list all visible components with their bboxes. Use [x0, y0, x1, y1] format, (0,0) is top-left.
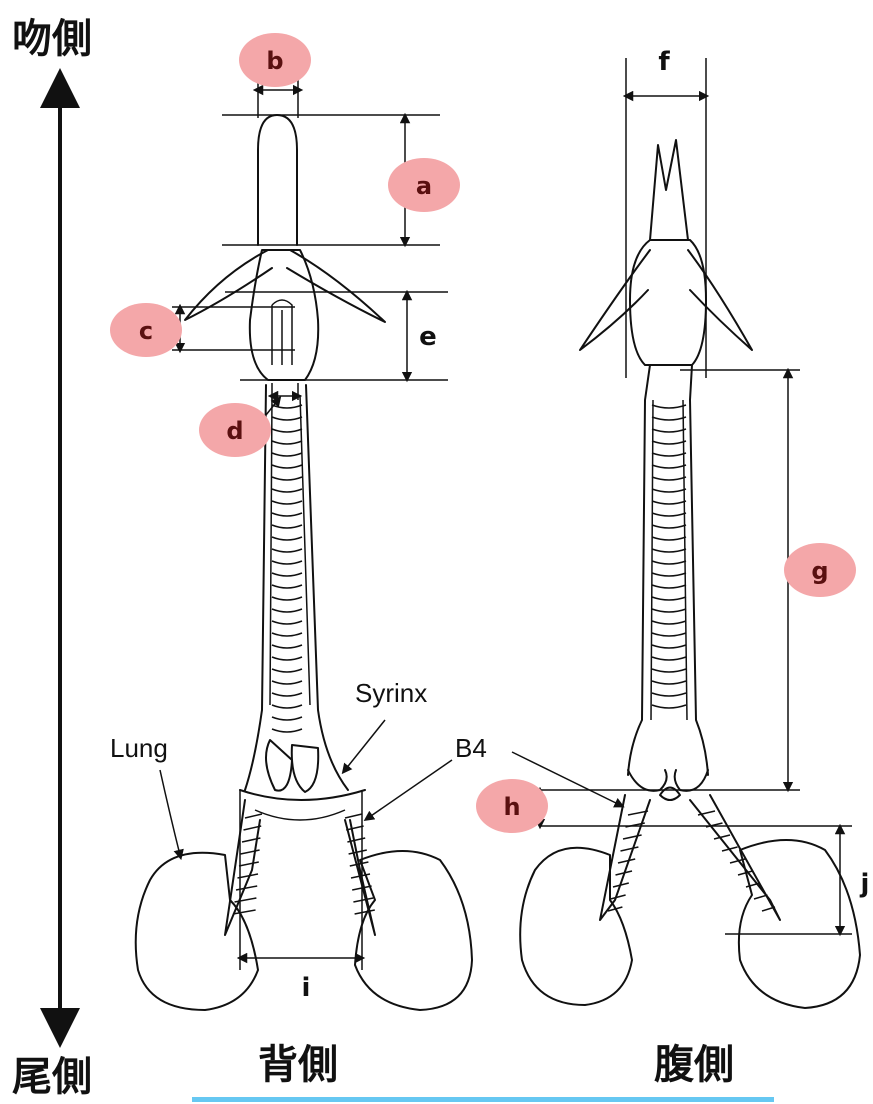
- ring: [652, 489, 686, 492]
- label-a: a: [416, 172, 432, 200]
- ring: [272, 669, 302, 672]
- ring: [272, 573, 302, 576]
- ring: [652, 621, 686, 624]
- ring: [272, 597, 302, 600]
- ring: [235, 898, 257, 902]
- ring: [272, 657, 302, 660]
- ring: [272, 645, 302, 648]
- ring: [272, 525, 302, 528]
- ring: [233, 910, 256, 914]
- ring: [652, 405, 686, 408]
- ring: [353, 898, 373, 902]
- ring: [621, 847, 639, 851]
- ring: [272, 621, 302, 624]
- ring: [272, 429, 302, 432]
- ring: [272, 693, 302, 696]
- label-i: i: [302, 973, 311, 1003]
- ring: [652, 657, 686, 660]
- ring: [272, 633, 302, 636]
- dorsal-bronchial-rings: [233, 814, 375, 914]
- ring: [652, 681, 686, 684]
- ring: [272, 513, 302, 516]
- ring: [652, 465, 686, 468]
- label-b: b: [266, 47, 283, 75]
- ring: [272, 561, 302, 564]
- ring: [349, 850, 367, 854]
- ring: [652, 513, 686, 516]
- ring: [652, 525, 686, 528]
- ring: [245, 814, 262, 818]
- ring: [272, 501, 302, 504]
- ring: [652, 549, 686, 552]
- ring: [272, 453, 302, 456]
- ring: [652, 705, 686, 708]
- label-e: e: [419, 322, 437, 352]
- ring: [652, 597, 686, 600]
- label-h: h: [503, 793, 520, 821]
- ring: [272, 717, 302, 720]
- ring: [241, 850, 260, 854]
- ring: [272, 441, 302, 444]
- footer-rule: [192, 1097, 774, 1102]
- ring: [272, 585, 302, 588]
- ring: [754, 895, 768, 899]
- syrinx-label: Syrinx: [355, 678, 427, 708]
- ring: [272, 477, 302, 480]
- ring: [272, 489, 302, 492]
- ventral-measurements: [540, 58, 852, 934]
- ring: [652, 609, 686, 612]
- ring: [652, 573, 686, 576]
- label-c: c: [139, 317, 153, 345]
- dorsal-tracheal-rings: [272, 405, 302, 732]
- ring: [236, 886, 257, 890]
- ring: [272, 681, 302, 684]
- ring: [345, 814, 362, 818]
- ring: [272, 405, 302, 408]
- ring: [652, 441, 686, 444]
- ring: [355, 910, 375, 914]
- ring: [623, 835, 642, 839]
- ring: [272, 549, 302, 552]
- ring: [272, 465, 302, 468]
- ring: [272, 609, 302, 612]
- dorsal-measurements: [172, 75, 448, 970]
- ring: [272, 417, 302, 420]
- ring: [652, 537, 686, 540]
- ring: [652, 453, 686, 456]
- dorsal-view: [136, 115, 472, 1010]
- caudal-label: 尾側: [12, 1054, 92, 1100]
- lung-label: Lung: [110, 733, 168, 763]
- b4-label: B4: [455, 733, 487, 763]
- label-j: j: [860, 869, 870, 899]
- ring: [652, 429, 686, 432]
- ring: [272, 729, 302, 732]
- ventral-tracheal-rings: [652, 405, 686, 708]
- ring: [652, 645, 686, 648]
- dorsal-label: 背側: [258, 1042, 338, 1088]
- ring: [652, 633, 686, 636]
- rostral-label: 吻側: [12, 16, 92, 62]
- ring: [611, 895, 626, 899]
- ring: [652, 693, 686, 696]
- ring: [652, 501, 686, 504]
- ring: [272, 537, 302, 540]
- ring: [346, 826, 363, 830]
- label-g: g: [811, 557, 828, 585]
- ring: [652, 585, 686, 588]
- ring: [618, 859, 635, 863]
- ring: [239, 862, 259, 866]
- ring: [652, 477, 686, 480]
- ring: [652, 417, 686, 420]
- ring: [652, 669, 686, 672]
- ventral-label: 腹側: [654, 1042, 734, 1088]
- label-f: f: [658, 47, 670, 77]
- ring: [652, 561, 686, 564]
- ring: [272, 705, 302, 708]
- label-d: d: [226, 417, 243, 445]
